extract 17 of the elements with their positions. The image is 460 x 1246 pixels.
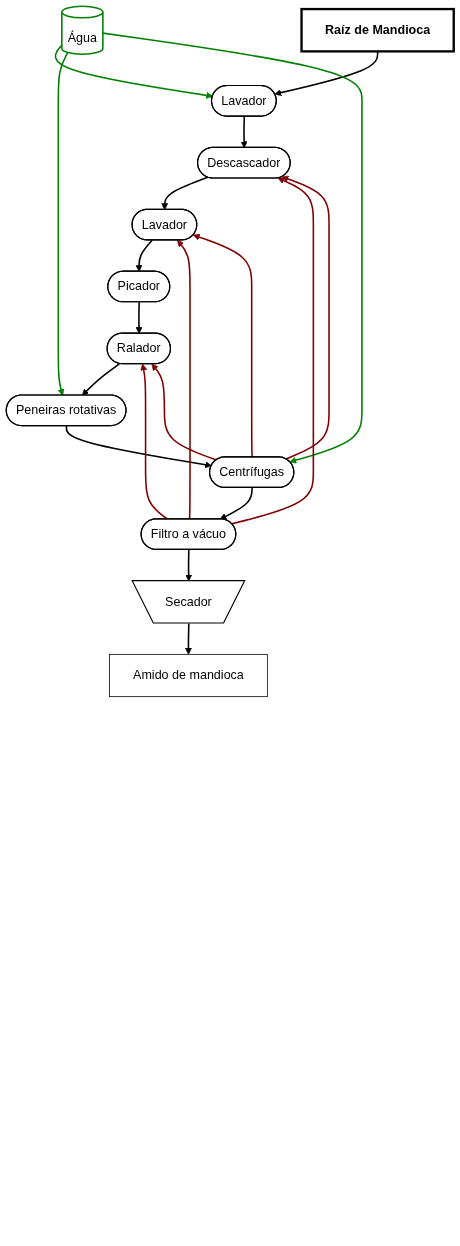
arrow	[240, 115, 248, 149]
arrow	[65, 425, 212, 469]
arrow	[151, 363, 218, 461]
arrow	[135, 301, 143, 334]
arrow	[281, 175, 330, 460]
node-box: Amido de mandioca	[109, 653, 268, 698]
node-box: Raíz de Mandioca	[300, 7, 455, 53]
arrow	[140, 363, 169, 520]
arrow	[135, 239, 153, 272]
arrow	[54, 44, 214, 99]
arrow	[102, 32, 363, 464]
arrow	[231, 177, 315, 525]
arrow	[161, 176, 209, 210]
arrow	[219, 487, 253, 520]
arrow	[81, 362, 121, 396]
arrow	[57, 51, 69, 396]
arrow	[177, 239, 191, 520]
